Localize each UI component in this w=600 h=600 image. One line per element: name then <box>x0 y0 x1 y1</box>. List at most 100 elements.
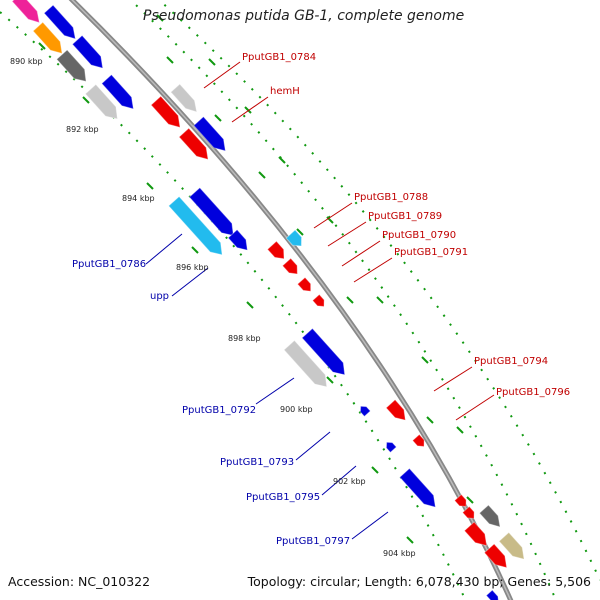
gene-label-reverse: PputGB1_0795 <box>246 492 320 503</box>
tick-ring-2 <box>129 0 557 600</box>
gene-arrow-edge <box>32 21 63 55</box>
gene-arrow <box>179 128 209 160</box>
tick-mark <box>421 356 429 364</box>
gene-arrow-edge <box>56 49 87 83</box>
tick-mark <box>346 296 354 304</box>
tick-mark <box>466 496 474 504</box>
gene-label-reverse: PputGB1_0792 <box>182 405 256 416</box>
leader-line-forward <box>455 394 495 421</box>
gene-arrow-edge <box>311 293 325 308</box>
tick-mark <box>244 106 252 114</box>
leader-line-forward <box>433 366 473 392</box>
tick-label: 898 kbp <box>228 334 261 343</box>
gene-arrow-edge <box>227 229 248 251</box>
gene-label-forward: PputGB1_0789 <box>368 211 442 222</box>
gene-label-forward: hemH <box>270 86 300 97</box>
gene-arrow <box>479 505 501 527</box>
leader-line-reverse <box>255 377 295 405</box>
gene-arrow-edge <box>283 339 328 388</box>
backbone-arc-highlight <box>71 0 512 600</box>
gene-arrow-edge <box>385 399 406 421</box>
tick-mark <box>371 466 379 474</box>
gene-arrow <box>56 49 87 82</box>
gene-arrow <box>360 406 371 417</box>
gene-arrow <box>464 521 487 546</box>
gene-label-forward: PputGB1_0796 <box>496 387 570 398</box>
gene-arrow-edge <box>170 83 198 113</box>
leader-line-reverse <box>145 233 183 265</box>
gene-arrow-edge <box>101 74 134 110</box>
leader-line-reverse <box>171 267 209 297</box>
tick-label: 900 kbp <box>280 405 313 414</box>
gene-arrow-edge <box>266 240 285 260</box>
leader-line-forward <box>353 257 393 283</box>
tick-mark <box>456 426 464 434</box>
tick-mark <box>258 171 266 179</box>
tick-mark <box>208 58 216 66</box>
gene-arrow <box>101 74 134 109</box>
gene-arrow-edge <box>485 589 500 600</box>
tick-ring-3 <box>157 0 600 581</box>
gene-arrow-edge <box>11 0 41 24</box>
leader-line-reverse <box>321 465 357 496</box>
tick-label: 894 kbp <box>122 194 155 203</box>
gene-arrow <box>484 543 507 568</box>
gene-arrow-edge <box>281 257 298 275</box>
gene-arrow <box>499 532 525 560</box>
gene-arrow <box>302 328 345 375</box>
gene-arrow <box>85 84 118 119</box>
gene-arrow-edge <box>301 327 346 376</box>
label-leader-lines <box>145 61 495 540</box>
gene-arrow-edge <box>150 95 181 129</box>
tick-mark <box>38 42 46 50</box>
topology-text: Topology: circular; Length: 6,078,430 bp… <box>247 574 591 589</box>
gene-label-forward: PputGB1_0791 <box>394 247 468 258</box>
tick-mark <box>326 376 334 384</box>
leader-line-forward <box>327 221 367 247</box>
gene-arrow-edge <box>193 116 226 152</box>
gene-arrow <box>12 0 40 23</box>
gene-label-forward: PputGB1_0794 <box>474 356 548 367</box>
gene-arrow <box>44 5 76 39</box>
gene-label-forward: PputGB1_0788 <box>354 192 428 203</box>
leader-line-reverse <box>351 511 389 540</box>
tick-mark <box>156 14 164 22</box>
leader-line-forward <box>341 240 381 267</box>
gene-arrow <box>454 494 467 507</box>
tick-ring-1 <box>0 11 467 600</box>
gene-arrow-edge <box>84 83 118 120</box>
tick-mark <box>326 216 334 224</box>
gene-arrow-edge <box>498 531 525 560</box>
gene-arrow <box>386 442 397 453</box>
tick-mark <box>214 114 222 122</box>
tick-mark <box>376 296 384 304</box>
tick-mark <box>406 536 414 544</box>
tick-mark <box>191 246 199 254</box>
gene-label-reverse: PputGB1_0793 <box>220 457 294 468</box>
gene-arrow-edge <box>168 195 223 256</box>
gene-arrow <box>228 229 248 251</box>
gene-arrow-edge <box>461 505 475 520</box>
gene-arrow <box>399 468 436 508</box>
tick-label: 890 kbp <box>10 57 43 66</box>
tick-mark <box>296 228 304 236</box>
leader-line-forward <box>313 202 353 229</box>
gene-arrow-edge <box>411 433 425 448</box>
gene-arrow-edge <box>296 276 312 292</box>
gene-arrow-edge <box>399 467 437 508</box>
leader-line-forward <box>231 96 269 123</box>
gene-arrow <box>267 241 285 259</box>
tick-mark <box>166 56 174 64</box>
gene-arrow-edge <box>71 34 104 69</box>
gene-arrow <box>412 434 425 447</box>
accession-text: Accession: NC_010322 <box>8 574 151 589</box>
page-title: Pseudomonas putida GB-1, complete genome <box>143 8 465 24</box>
tick-label: 892 kbp <box>66 125 99 134</box>
gene-arrow-edge <box>359 405 372 418</box>
gene-arrow-edge <box>178 127 209 161</box>
gene-label-reverse: PputGB1_0797 <box>276 536 350 547</box>
gene-arrow-edge <box>463 521 488 547</box>
